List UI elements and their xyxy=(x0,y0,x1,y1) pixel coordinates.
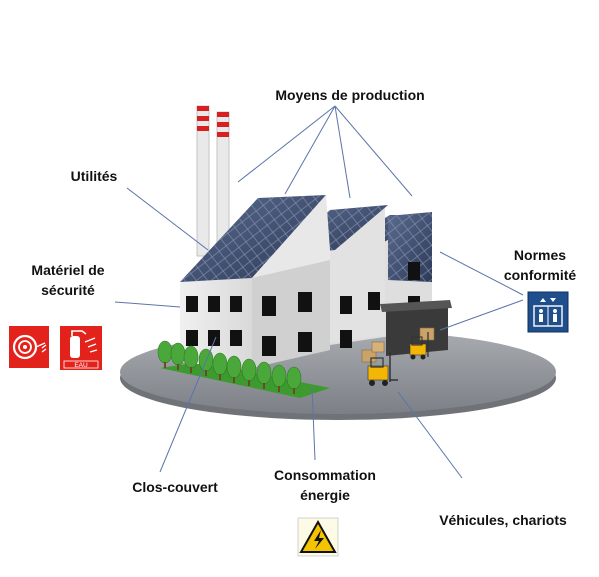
label-moyens-de-production: Moyens de production xyxy=(275,87,425,103)
label-materiel-line2: sécurité xyxy=(41,282,95,298)
label-conso-line1: Consommation xyxy=(274,467,376,483)
forklift-icon xyxy=(367,352,398,386)
elevator-icon xyxy=(527,291,569,333)
fire-extinguisher-icon: EAU xyxy=(60,326,102,370)
label-normes-conformite: Normes conformité xyxy=(490,245,590,285)
extinguisher-caption: EAU xyxy=(74,362,88,369)
label-normes-line1: Normes xyxy=(513,247,567,263)
label-consommation-energie: Consommation énergie xyxy=(255,465,395,505)
fire-hose-reel-icon xyxy=(9,326,49,368)
lawn xyxy=(160,362,330,398)
label-materiel-de-securite: Matériel de sécurité xyxy=(8,260,128,300)
label-conso-line2: énergie xyxy=(300,487,350,503)
loading-dock xyxy=(380,300,452,356)
label-clos-couvert: Clos-couvert xyxy=(132,479,218,495)
chimneys xyxy=(196,105,230,257)
building-main xyxy=(180,195,420,370)
forklift-icon xyxy=(409,332,429,360)
callout-lines xyxy=(114,105,524,479)
label-normes-line2: conformité xyxy=(503,267,577,283)
pallet-crates xyxy=(361,327,435,363)
electric-hazard-icon xyxy=(297,517,339,557)
label-utilites: Utilités xyxy=(70,168,118,184)
label-vehicules-chariots: Véhicules, chariots xyxy=(439,512,567,528)
label-materiel-line1: Matériel de xyxy=(31,262,105,278)
trees xyxy=(157,340,302,394)
